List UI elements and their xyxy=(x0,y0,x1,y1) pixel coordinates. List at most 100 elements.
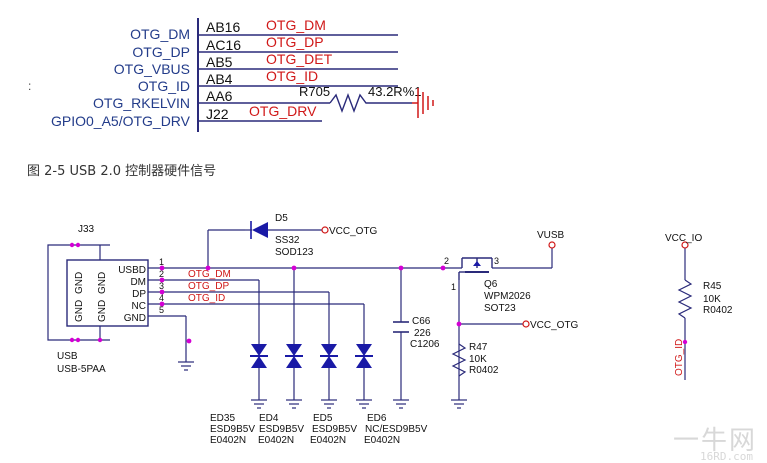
net-otg-dp: OTG_DP xyxy=(266,34,324,50)
port-circle-icon xyxy=(681,241,689,249)
port-circle-icon xyxy=(321,226,329,234)
r47-value: 10K xyxy=(469,354,487,365)
ground-icon xyxy=(412,88,434,118)
pin-usbd: USBD xyxy=(118,265,146,276)
mosfet-pin: 1 xyxy=(451,282,456,292)
c66-value: 226 xyxy=(414,328,431,339)
gnd-label: GND xyxy=(97,272,108,294)
net-otg-id: OTG_ID xyxy=(266,68,318,84)
top-schematic: OTG_DM OTG_DP OTG_VBUS OTG_ID OTG_RKELVI… xyxy=(28,17,434,132)
junction xyxy=(682,339,688,345)
vcc-otg-label: VCC_OTG xyxy=(530,320,579,331)
junction xyxy=(69,242,75,248)
esd-diode-icon xyxy=(355,344,373,368)
junction xyxy=(97,337,103,343)
net-otg-dp: OTG_DP xyxy=(188,281,229,292)
net-otg-det: OTG_DET xyxy=(266,51,333,67)
ground-icon xyxy=(356,399,372,409)
pin-dp: DP xyxy=(132,289,146,300)
junction xyxy=(456,321,462,327)
net-otg-dm: OTG_DM xyxy=(266,17,326,33)
capacitor-c66-icon xyxy=(393,321,409,333)
pin-ab16: AB16 xyxy=(206,19,240,35)
pin-ab5: AB5 xyxy=(206,54,233,70)
signal-gpio-otg-drv: GPIO0_A5/OTG_DRV xyxy=(51,113,191,129)
resistor-r47-icon xyxy=(451,343,467,377)
junction xyxy=(398,265,404,271)
mosfet-pin: 2 xyxy=(444,256,449,266)
esd-value: ESD9B5V xyxy=(210,424,255,435)
junction xyxy=(186,338,192,344)
connector-package: USB-5PAA xyxy=(57,364,106,375)
junction xyxy=(440,265,446,271)
signal-otg-rkelvin: OTG_RKELVIN xyxy=(93,95,190,111)
ground-icon xyxy=(393,399,409,409)
vcc-io-label: VCC_IO xyxy=(665,233,702,244)
junction xyxy=(159,301,165,307)
resistor-r45-icon xyxy=(677,279,693,319)
junction xyxy=(159,277,165,283)
junction xyxy=(159,289,165,295)
pin-ab4: AB4 xyxy=(206,71,233,87)
resistor-r705-icon xyxy=(329,93,412,113)
esd-ref: ED35 xyxy=(210,413,235,424)
d5-net-label: VCC_OTG xyxy=(329,226,378,237)
esd-value: NC/ESD9B5V xyxy=(365,424,428,435)
vusb-label: VUSB xyxy=(537,230,565,241)
pin-aa6: AA6 xyxy=(206,88,233,104)
stray-mark: : xyxy=(28,79,31,93)
junction xyxy=(75,242,81,248)
ground-icon xyxy=(178,361,194,371)
d5-ref: D5 xyxy=(275,213,288,224)
q6-value: WPM2026 xyxy=(484,291,531,302)
watermark-logo: 一牛网 xyxy=(672,426,757,456)
net-otg-drv: OTG_DRV xyxy=(249,103,317,119)
junction xyxy=(205,265,211,271)
pin-number: 5 xyxy=(159,305,164,315)
shield-frame xyxy=(47,244,64,341)
j33-ref: J33 xyxy=(78,224,95,235)
esd-package: E0402N xyxy=(258,435,294,446)
ground-icon xyxy=(286,399,302,409)
port-circle-icon xyxy=(548,241,556,249)
pin-number: 1 xyxy=(159,257,164,267)
esd-value: ESD9B5V xyxy=(259,424,304,435)
esd-package: E0402N xyxy=(310,435,346,446)
junction xyxy=(291,265,297,271)
r45-value: 10K xyxy=(703,294,721,305)
esd-diode-icon xyxy=(250,344,268,368)
pin-number: 4 xyxy=(159,293,164,303)
otg-id-net-label: OTG_ID xyxy=(674,339,685,376)
r45-ref: R45 xyxy=(703,281,722,292)
c66-ref: C66 xyxy=(412,316,431,327)
d5-package: SOD123 xyxy=(275,247,314,258)
ground-icon xyxy=(251,399,267,409)
ground-icon xyxy=(451,399,467,409)
junction xyxy=(75,337,81,343)
gnd-label: GND xyxy=(97,300,108,322)
esd-package: E0402N xyxy=(364,435,400,446)
c66-package: C1206 xyxy=(410,339,440,350)
esd-package: E0402N xyxy=(210,435,246,446)
signal-otg-dp: OTG_DP xyxy=(132,44,190,60)
pin-dm: DM xyxy=(130,277,146,288)
esd-ref: ED6 xyxy=(367,413,387,424)
port-circle-icon xyxy=(522,320,530,328)
gnd-label: GND xyxy=(74,272,85,294)
pin-j22: J22 xyxy=(206,106,229,122)
r45-package: R0402 xyxy=(703,305,733,316)
junction xyxy=(69,337,75,343)
mosfet-q6-icon xyxy=(458,257,493,280)
q6-ref: Q6 xyxy=(484,279,498,290)
esd-diode-icon xyxy=(320,344,338,368)
signal-otg-vbus: OTG_VBUS xyxy=(114,61,190,77)
q6-package: SOT23 xyxy=(484,303,516,314)
esd-ref: ED4 xyxy=(259,413,279,424)
esd-diode-icon xyxy=(285,344,303,368)
pin-gnd: GND xyxy=(124,313,146,324)
pin-number: 3 xyxy=(159,281,164,291)
ground-icon xyxy=(321,399,337,409)
junction xyxy=(159,265,165,271)
signal-otg-id: OTG_ID xyxy=(138,78,190,94)
esd-value: ESD9B5V xyxy=(312,424,357,435)
